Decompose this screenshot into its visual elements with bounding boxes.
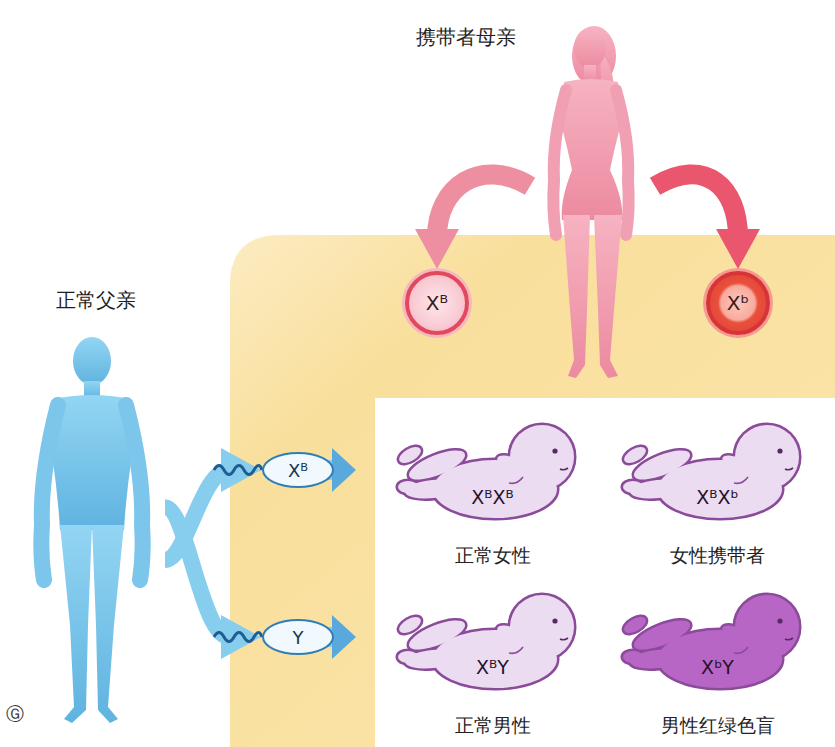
inheritance-arrow <box>655 174 760 269</box>
figure-label: 携带者母亲 <box>416 24 516 51</box>
sperm-cell: Xᴮ <box>262 452 334 488</box>
inheritance-arrow <box>415 174 530 269</box>
arrow-band <box>437 174 530 237</box>
phenotype-caption: 男性红绿色盲 <box>600 713 835 739</box>
allele-label: Y <box>293 627 304 648</box>
genotype-text: XᴮY <box>395 656 590 678</box>
embryo: XᵇY男性红绿色盲 <box>620 585 815 695</box>
arrow-head <box>716 229 760 269</box>
phenotype-caption: 正常女性 <box>375 543 610 569</box>
arrow-band <box>655 174 738 237</box>
embryo-outline <box>395 415 590 525</box>
embryo: XᴮY正常男性 <box>395 585 590 695</box>
father-figure: 正常父亲 <box>20 325 165 730</box>
mother-figure: 携带者母亲 <box>530 10 655 385</box>
genotype-text: XᴮXᴮ <box>395 486 590 508</box>
sperm-tail <box>214 633 262 642</box>
sperm-tail <box>214 466 262 475</box>
genotype-text: XᴮXᵇ <box>620 486 815 508</box>
embryo: XᴮXᵇ女性携带者 <box>620 415 815 525</box>
embryo-outline <box>620 585 815 695</box>
yellow-band <box>230 235 835 747</box>
egg-cell: Xᵇ <box>706 271 770 335</box>
embryo: XᴮXᴮ正常女性 <box>395 415 590 525</box>
figure-label: 正常父亲 <box>56 287 136 314</box>
phenotype-caption: 女性携带者 <box>600 543 835 569</box>
arrow-head <box>415 229 459 269</box>
sperm-cell: Y <box>262 619 334 655</box>
arrow-band <box>165 507 229 637</box>
allele-label: Xᴮ <box>288 460 308 481</box>
egg-cell: Xᴮ <box>405 271 469 335</box>
embryo-outline <box>620 415 815 525</box>
father-silhouette <box>20 325 165 730</box>
allele-label: Xᴮ <box>426 291 448 315</box>
allele-label: Xᵇ <box>727 291 749 315</box>
inheritance-arrow <box>165 507 261 659</box>
phenotype-caption: 正常男性 <box>375 713 610 739</box>
embryo-outline <box>395 585 590 695</box>
arrow-tip <box>332 448 356 492</box>
genotype-text: XᵇY <box>620 656 815 678</box>
arrow-tip <box>332 615 356 659</box>
mother-silhouette <box>530 10 655 385</box>
copyright-mark: Ⓖ <box>6 702 24 726</box>
